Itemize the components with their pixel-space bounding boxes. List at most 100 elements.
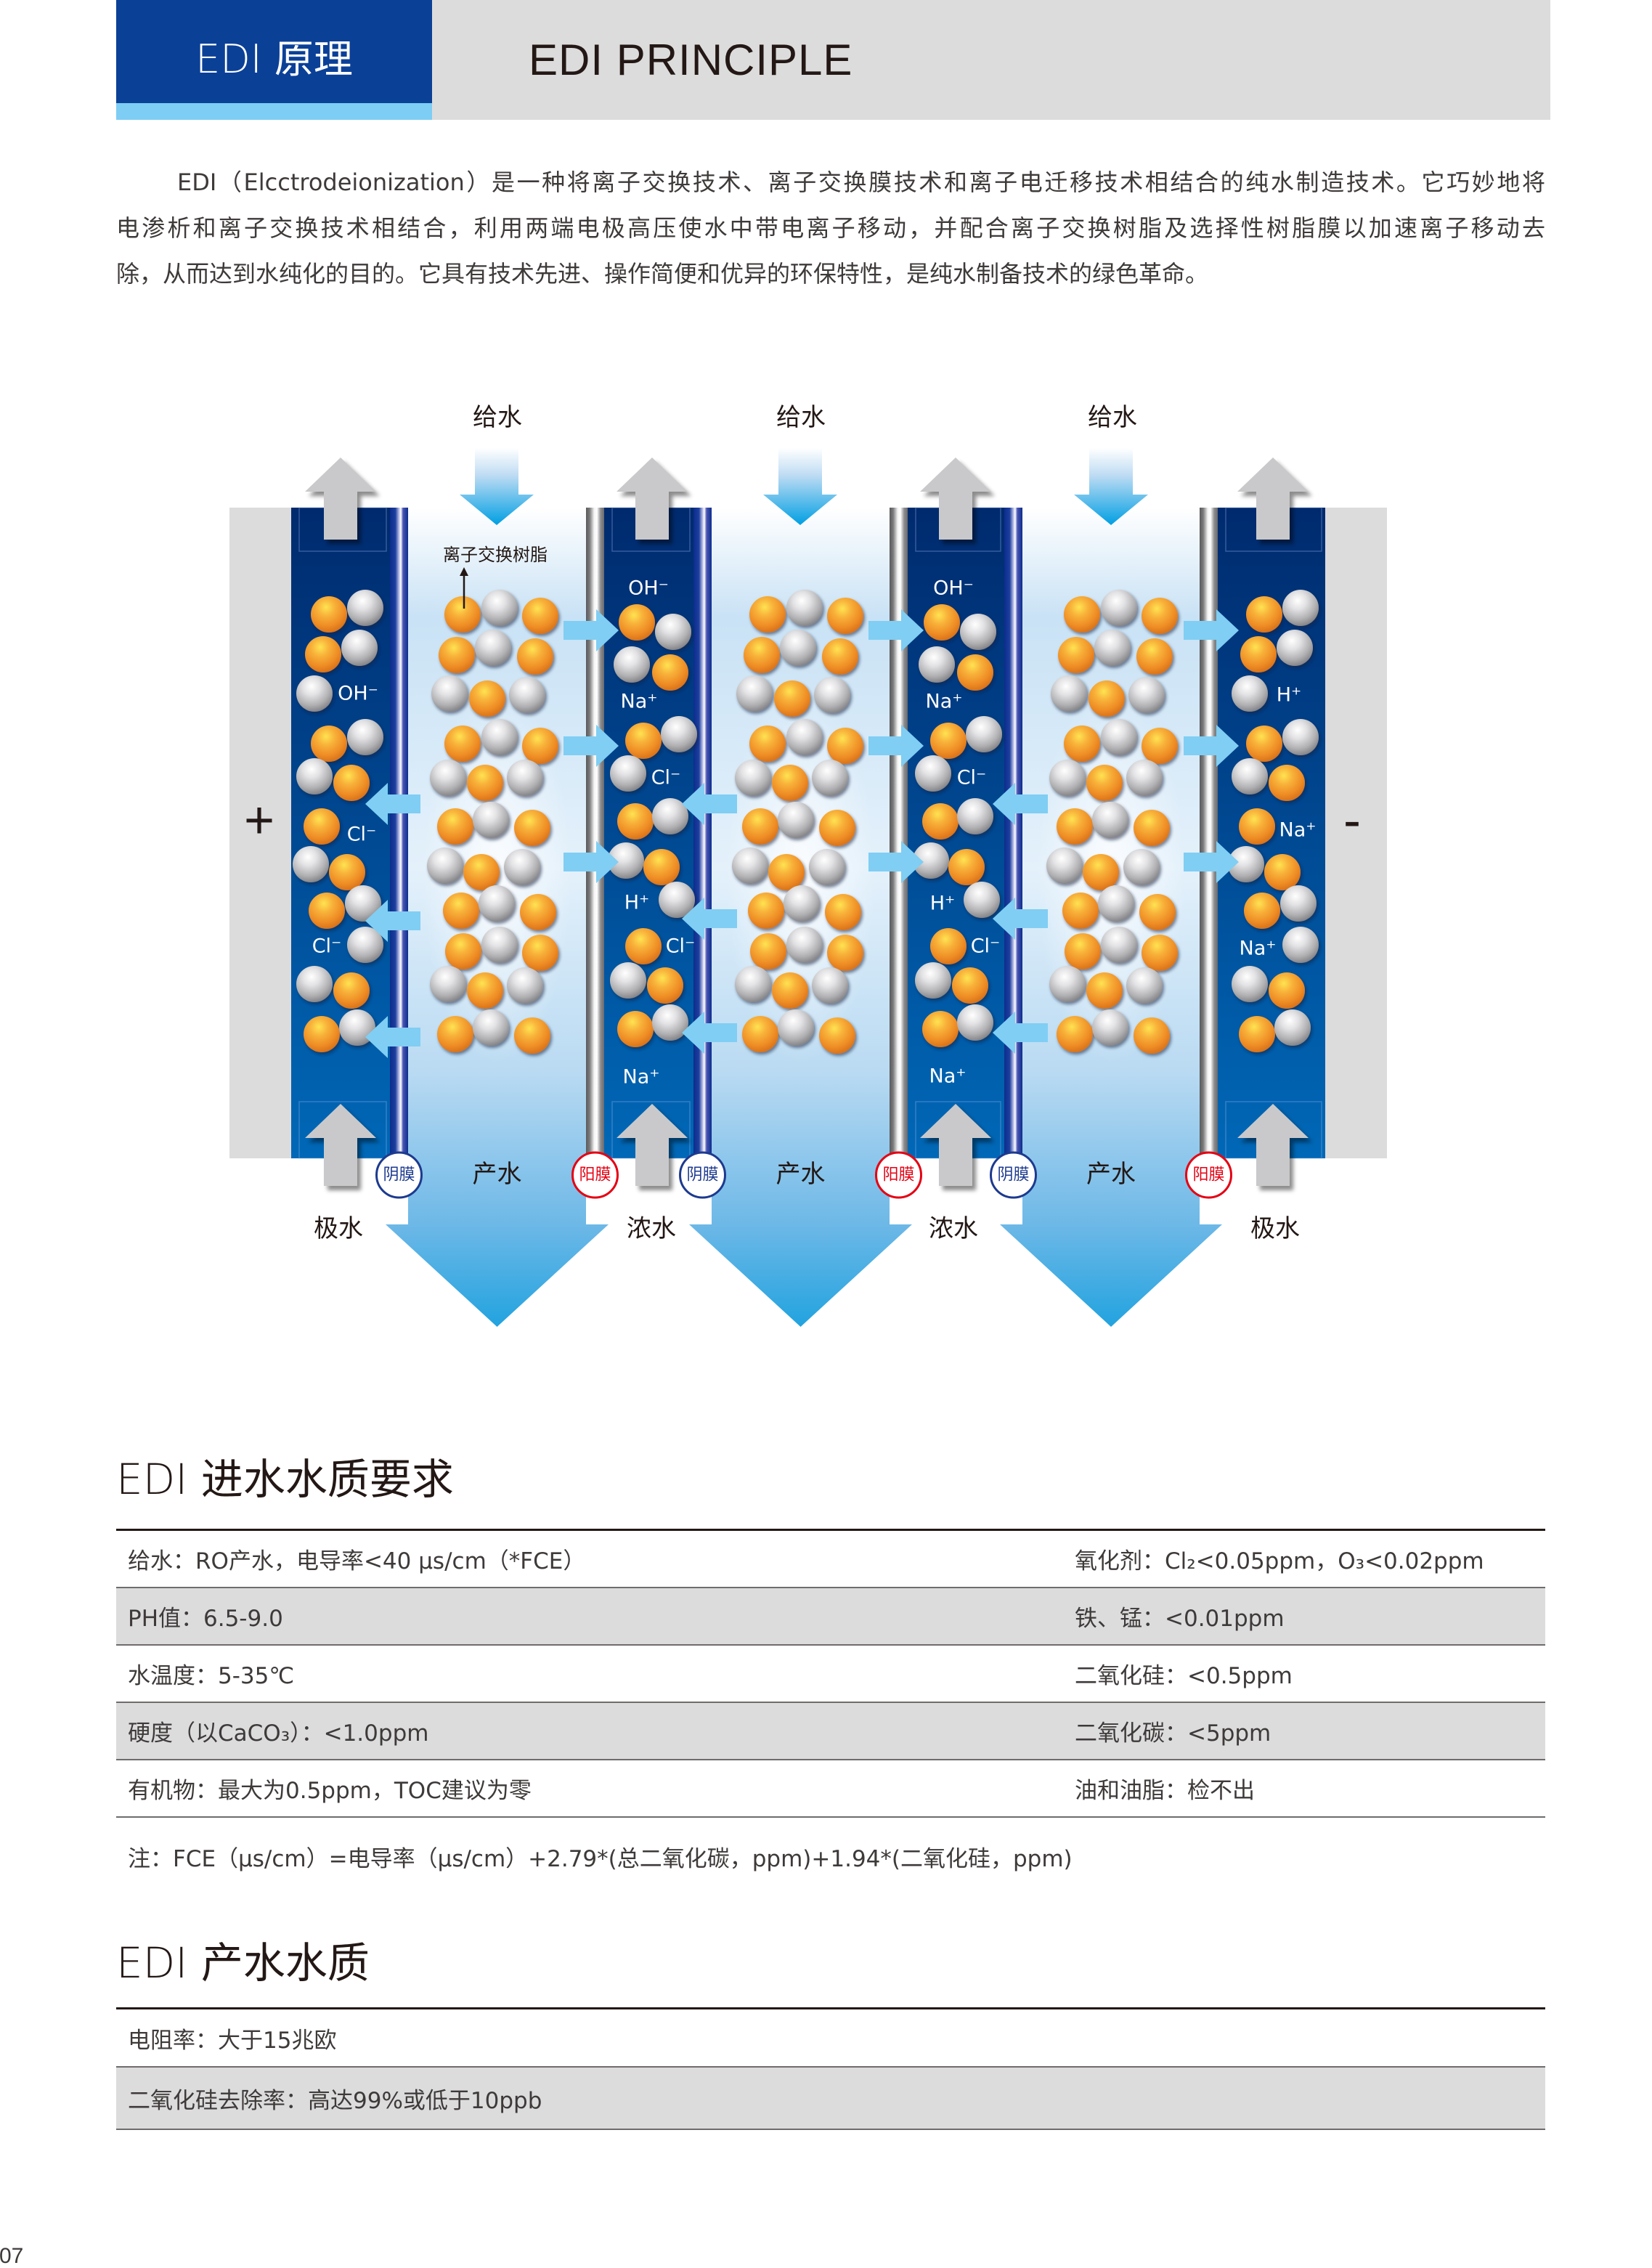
silver-resin-bead [735, 966, 771, 1002]
ion-migration-arrow-right-icon [563, 725, 619, 767]
orange-resin-bead [311, 725, 347, 762]
silver-resin-bead [427, 848, 463, 884]
ion-label: H⁺ [930, 893, 956, 915]
orange-resin-bead [1139, 894, 1176, 930]
feed-requirements-table: 给水：RO产水，电导率<40 μs/cm（*FCE） 氧化剂：Cl₂<0.05p… [116, 1529, 1545, 1818]
silver-resin-bead [610, 755, 646, 792]
orange-resin-bead [1083, 854, 1119, 890]
orange-resin-bead [520, 894, 556, 930]
anode-plus-sign: + [244, 792, 274, 850]
silver-resin-bead [475, 630, 511, 666]
silver-resin-bead [1092, 1009, 1128, 1046]
orange-resin-bead [1246, 596, 1282, 633]
ion-migration-arrow-left-icon [993, 1012, 1048, 1054]
cation-membrane-label: 阳膜 [882, 1166, 914, 1184]
orange-resin-bead [749, 596, 786, 633]
silver-resin-bead [1101, 590, 1137, 626]
ion-migration-arrow-left-icon [993, 898, 1048, 940]
orange-resin-bead [924, 604, 960, 641]
cation-membrane-badge [1185, 1151, 1232, 1199]
silver-resin-bead [610, 962, 646, 999]
silver-resin-bead [1049, 966, 1086, 1002]
table-cell: 油和油脂：检不出 [1075, 1778, 1255, 1804]
orange-resin-bead [647, 967, 683, 1004]
cation-membrane [1200, 508, 1218, 1161]
concentrate-water-label: 浓水 [929, 1214, 978, 1243]
orange-resin-bead [1057, 808, 1093, 845]
orange-resin-bead [469, 680, 505, 717]
inflow-up-arrow-icon [305, 1104, 376, 1186]
orange-resin-bead [749, 725, 786, 762]
orange-resin-bead [772, 972, 808, 1009]
ion-migration-arrow-left-icon [365, 900, 420, 942]
ion-label: H⁺ [1277, 684, 1302, 707]
silver-resin-bead [1049, 760, 1086, 796]
orange-resin-bead [1142, 728, 1178, 764]
orange-resin-bead [1086, 765, 1123, 801]
silver-resin-bead [812, 760, 848, 796]
orange-resin-bead [1134, 810, 1170, 846]
orange-resin-bead [948, 849, 985, 885]
silver-resin-bead [504, 849, 540, 885]
outflow-up-arrow-icon [305, 458, 376, 540]
ion-label: Cl⁻ [666, 935, 696, 958]
ion-migration-arrow-left-icon [682, 1012, 737, 1054]
ion-migration-arrow-left-icon [993, 783, 1048, 825]
silver-resin-bead [778, 1009, 814, 1046]
orange-resin-bead [514, 1017, 550, 1054]
feed-requirements-title: EDI 进水水质要求 [116, 1455, 454, 1504]
ion-migration-arrow-right-icon [868, 725, 924, 767]
table-row: 二氧化硅去除率：高达99%或低于10ppb [116, 2068, 1545, 2130]
silver-resin-bead [473, 1009, 509, 1046]
orange-resin-bead [1062, 893, 1099, 929]
table-row: 水温度：5-35℃ 二氧化硅：<0.5ppm [116, 1646, 1545, 1703]
ion-migration-arrow-right-icon [868, 841, 924, 883]
orange-resin-bead [1089, 680, 1125, 717]
ion-label: Na⁺ [1240, 938, 1277, 960]
orange-resin-bead [617, 1011, 654, 1047]
silver-resin-bead [809, 849, 845, 885]
cation-membrane-badge [875, 1151, 922, 1199]
silver-resin-bead [812, 967, 848, 1004]
ion-label: OH⁻ [338, 683, 378, 705]
orange-resin-bead [467, 765, 503, 801]
product-water-label: 产水 [473, 1160, 522, 1189]
silver-resin-bead [1282, 590, 1319, 626]
silver-resin-bead [296, 675, 333, 712]
concentrate-water-label: 浓水 [627, 1214, 676, 1243]
orange-resin-bead [772, 765, 808, 801]
feed-water-label: 给水 [1088, 403, 1137, 432]
ion-migration-arrow-right-icon [1184, 725, 1239, 767]
orange-resin-bead [305, 636, 341, 672]
orange-resin-bead [1142, 598, 1178, 634]
silver-resin-bead [786, 590, 823, 626]
ion-label: Cl⁻ [347, 824, 377, 846]
orange-resin-bead [617, 803, 654, 840]
silver-resin-bead [919, 646, 955, 683]
orange-resin-bead [774, 680, 810, 717]
ion-label: Na⁺ [621, 691, 658, 713]
table-cell: 有机物：最大为0.5ppm，TOC建议为零 [128, 1778, 532, 1804]
orange-resin-bead [619, 604, 655, 641]
membrane-badge-layer: 阴膜阳膜阴膜阳膜阴膜阳膜 [375, 1151, 1232, 1199]
page-number: 07 [0, 2244, 24, 2268]
silver-resin-bead [732, 848, 768, 884]
orange-resin-bead [1136, 638, 1173, 675]
table-row: 给水：RO产水，电导率<40 μs/cm（*FCE） 氧化剂：Cl₂<0.05p… [116, 1531, 1545, 1588]
orange-resin-bead [957, 654, 993, 691]
orange-resin-bead [827, 728, 863, 764]
orange-resin-bead [930, 928, 967, 964]
feed-water-down-arrow-icon [1074, 448, 1148, 525]
silver-resin-bead [814, 677, 850, 713]
orange-resin-bead [744, 637, 780, 673]
anion-membrane [390, 508, 408, 1161]
resin-pointer-arrowhead-icon [460, 567, 468, 576]
flow-up-arrow-layer [305, 458, 1309, 1186]
header-title-cn: EDI 原理 [116, 0, 432, 103]
orange-resin-bead [1239, 1016, 1275, 1052]
anion-membrane-label: 阴膜 [997, 1166, 1029, 1184]
feed-water-label: 给水 [473, 403, 522, 432]
silver-resin-bead [296, 966, 333, 1002]
orange-resin-bead [1058, 637, 1094, 673]
silver-resin-bead [1098, 885, 1134, 922]
